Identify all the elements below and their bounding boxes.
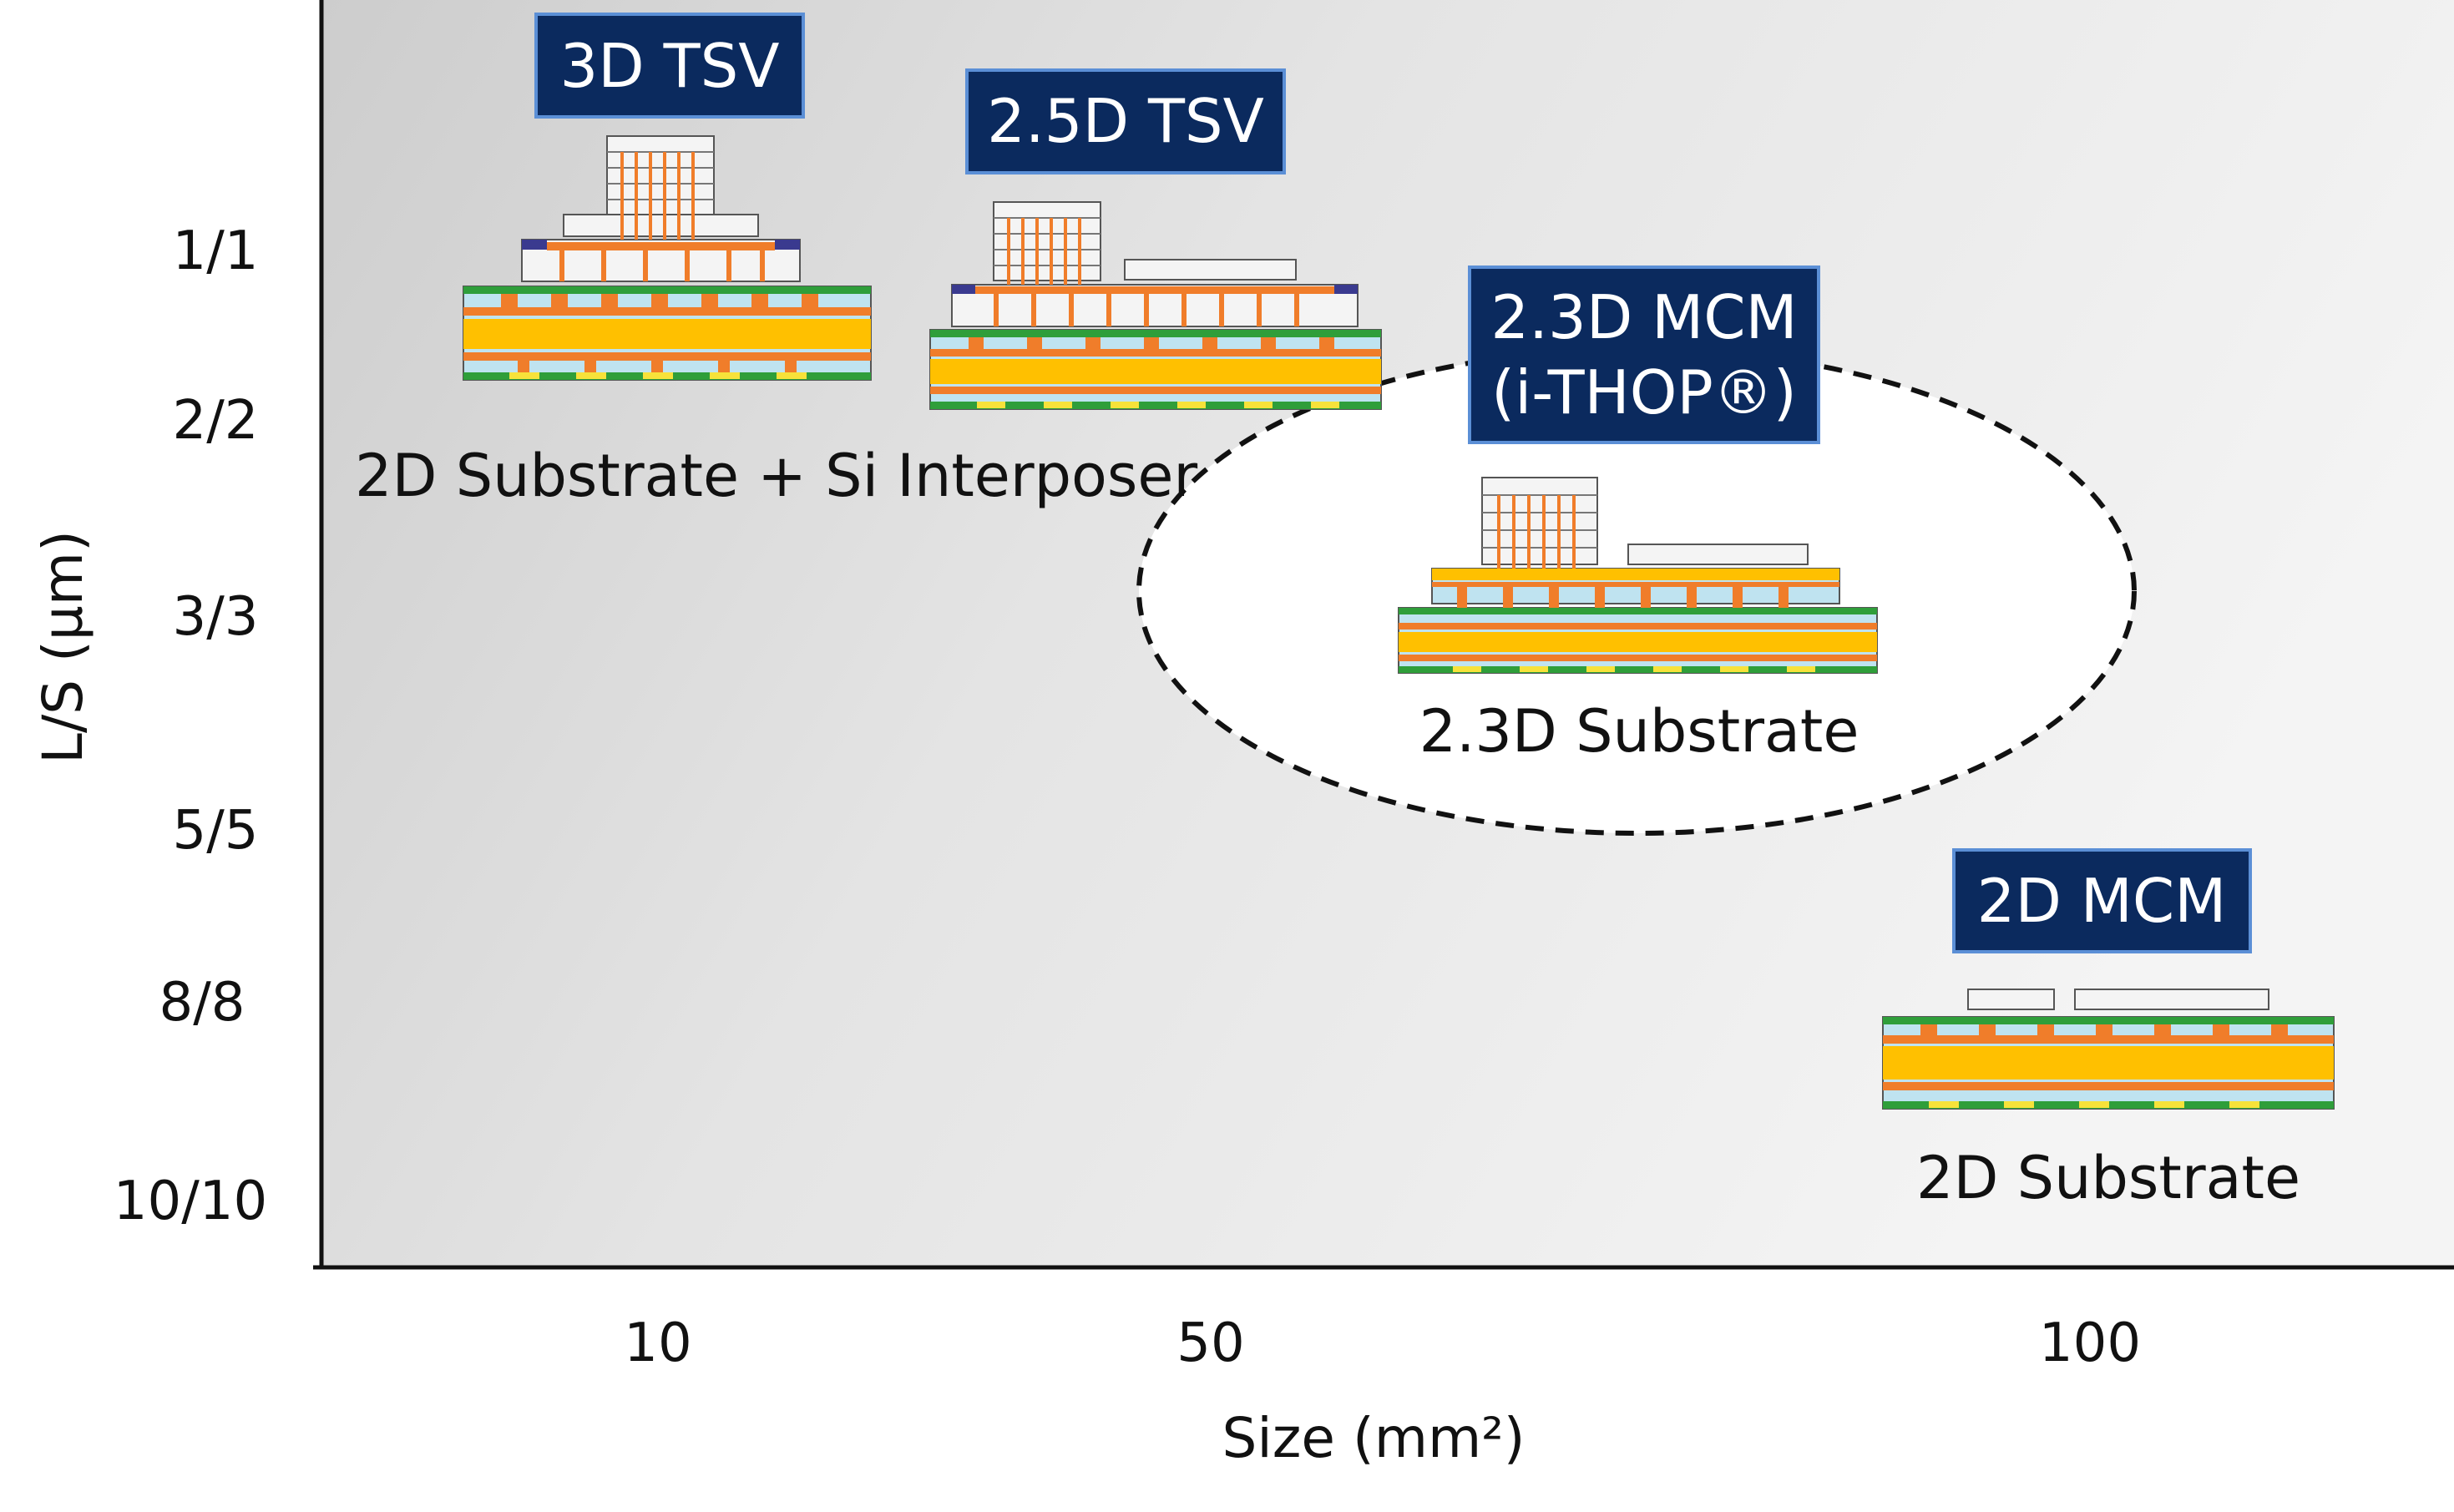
y-tick-label: 5/5	[173, 800, 259, 862]
x-axis-label: Size (mm²)	[1222, 1406, 1526, 1470]
y-tick-label: 1/1	[173, 220, 259, 282]
badge-2d-mcm: 2D MCM	[1952, 848, 2252, 953]
y-axis-label: L/S (µm)	[31, 530, 95, 764]
svg-text:3D TSV: 3D TSV	[559, 31, 779, 101]
y-tick-label: 2/2	[173, 390, 259, 452]
caption-2d-substrate: 2D Substrate	[1916, 1144, 2300, 1212]
svg-text:2.3D MCM: 2.3D MCM	[1490, 282, 1797, 352]
x-tick-label: 50	[1176, 1312, 1244, 1374]
svg-text:(i-THOP®): (i-THOP®)	[1491, 357, 1797, 427]
package-2-5d-tsv-illustration	[929, 201, 1382, 410]
x-tick-label: 100	[2039, 1312, 2141, 1374]
badge-3d-tsv: 3D TSV	[534, 13, 805, 119]
badge-2-3d-mcm: 2.3D MCM (i-THOP®)	[1468, 265, 1820, 444]
x-tick-label: 10	[624, 1312, 691, 1374]
badge-2-5d-tsv: 2.5D TSV	[965, 68, 1286, 174]
svg-text:2.5D TSV: 2.5D TSV	[987, 86, 1264, 156]
y-tick-label: 10/10	[114, 1171, 267, 1232]
package-3d-tsv-illustration	[463, 135, 872, 381]
svg-text:2D MCM: 2D MCM	[1977, 866, 2227, 936]
package-2-3d-mcm-illustration	[1398, 477, 1878, 674]
package-2d-mcm-illustration	[1882, 989, 2335, 1110]
caption-interposer: 2D Substrate + Si Interposer	[355, 442, 1197, 510]
y-tick-label: 3/3	[173, 586, 259, 648]
caption-2-3d-substrate: 2.3D Substrate	[1419, 697, 1859, 766]
y-tick-label: 8/8	[159, 972, 245, 1034]
